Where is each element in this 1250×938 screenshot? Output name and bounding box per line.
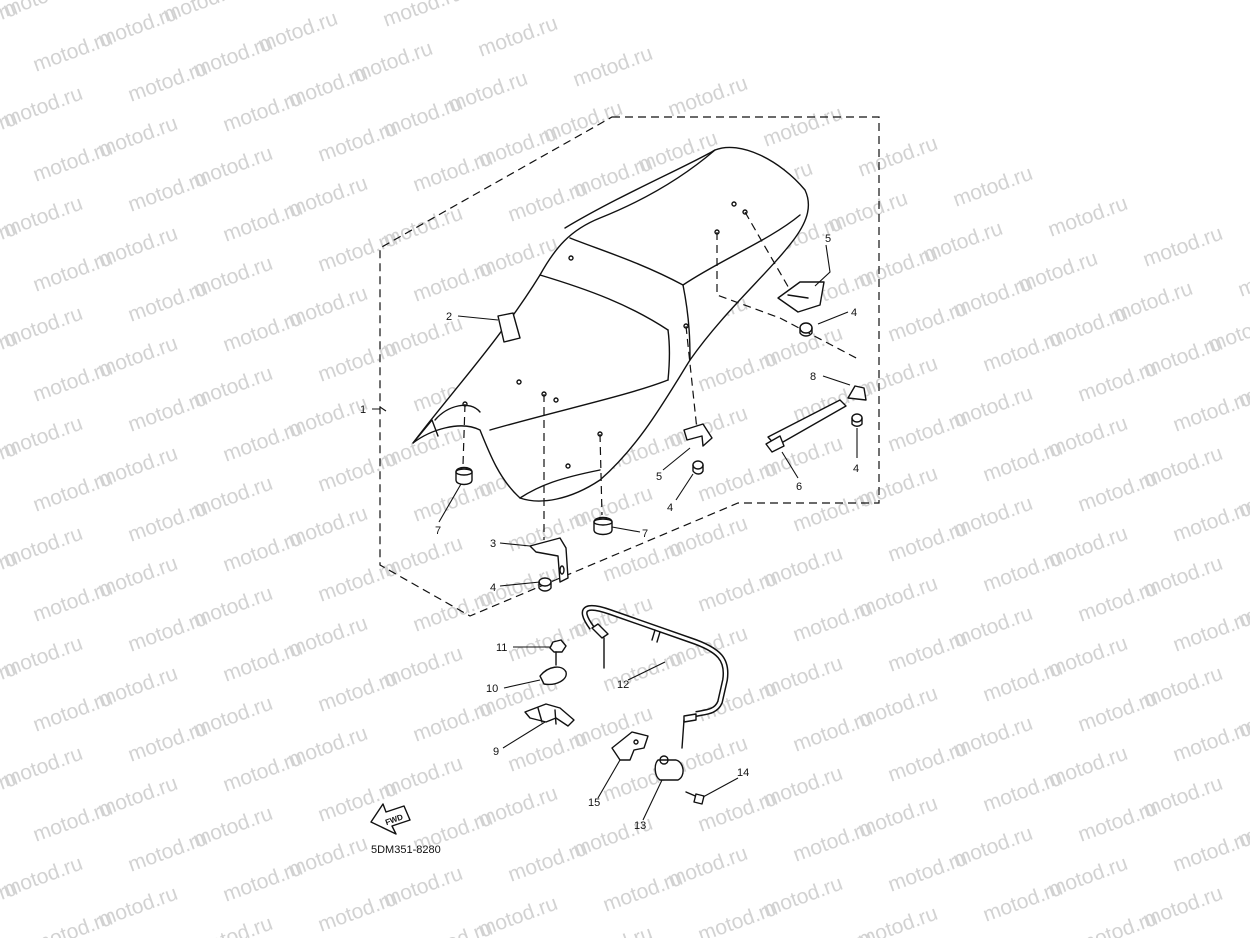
mid-bracket-part [683, 423, 713, 447]
callout-5-rear: 5 [825, 233, 831, 245]
damper-right [593, 516, 613, 536]
callout-15: 15 [588, 797, 600, 809]
callout-4-front: 4 [490, 582, 496, 594]
grommet-front [538, 577, 552, 592]
lock-stay-part [611, 731, 649, 761]
callout-9: 9 [493, 746, 499, 758]
drawing-code: 5DM351-8280 [371, 844, 441, 856]
lock-body-part [654, 755, 684, 781]
callout-5-mid: 5 [656, 471, 662, 483]
cable-part [581, 604, 729, 749]
callout-3: 3 [490, 538, 496, 550]
forward-arrow-icon: FWD [370, 803, 411, 835]
grommet-mid [692, 460, 704, 475]
callout-11: 11 [496, 642, 507, 654]
callout-4-strap: 4 [853, 463, 859, 475]
callout-4-mid: 4 [667, 502, 673, 514]
seat-drawing [412, 146, 861, 540]
front-bracket-part [529, 537, 569, 583]
holder-part [847, 385, 867, 401]
callout-8: 8 [810, 371, 816, 383]
strap-part [765, 399, 847, 453]
callout-1: 1 [360, 404, 366, 416]
callout-4-rear: 4 [851, 307, 857, 319]
plate-part [539, 666, 567, 686]
leader-lines [372, 244, 858, 821]
bolt-part [685, 791, 705, 805]
rear-bracket-part [777, 281, 825, 313]
callout-7-left: 7 [435, 525, 441, 537]
callout-10: 10 [486, 683, 498, 695]
assembly-boundary [379, 116, 880, 617]
callout-14: 14 [737, 767, 749, 779]
nut-part [549, 639, 567, 666]
callout-13: 13 [634, 820, 646, 832]
callout-12: 12 [617, 679, 629, 691]
tab-part [497, 312, 521, 343]
callout-2: 2 [446, 311, 452, 323]
lock-bracket-part [524, 703, 575, 727]
grommet-strap [851, 413, 863, 427]
grommet-rear-top [799, 322, 813, 337]
callout-7-right: 7 [642, 528, 648, 540]
callout-6: 6 [796, 481, 802, 493]
damper-left [455, 466, 473, 486]
